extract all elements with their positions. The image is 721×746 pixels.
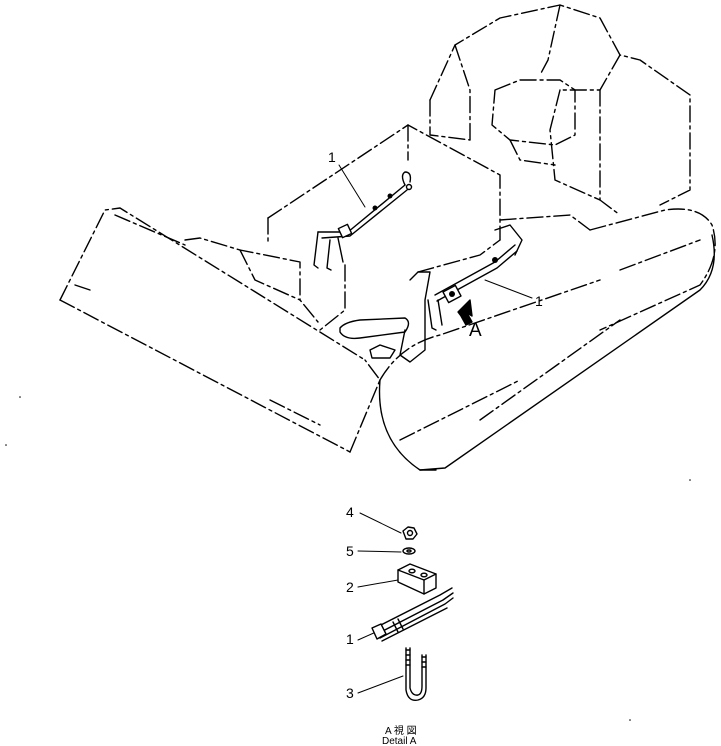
callout-number: 1 xyxy=(328,149,336,165)
callout-number: 4 xyxy=(346,504,354,520)
hose-assembly-right xyxy=(427,224,523,331)
view-arrow-a: A xyxy=(457,299,482,341)
detail-caption-jp: A 視 図 xyxy=(385,724,417,737)
track-lower xyxy=(378,234,715,471)
callout-hose-right: 1 xyxy=(484,279,543,309)
view-arrow-label: A xyxy=(469,320,482,341)
dozer-blade xyxy=(59,207,381,453)
engine-hood xyxy=(267,124,591,331)
callout-number: 3 xyxy=(346,685,354,701)
detail-caption-en: Detail A xyxy=(382,736,417,746)
lift-frame xyxy=(184,237,501,363)
callout-number: 1 xyxy=(346,631,354,647)
part-2-clamp: 2 xyxy=(346,563,437,595)
detail-a: 4 5 2 1 xyxy=(346,504,454,746)
part-4-nut: 4 xyxy=(346,504,418,540)
part-5-washer: 5 xyxy=(346,543,416,559)
operator-cab xyxy=(429,4,691,216)
part-1-hoses: 1 xyxy=(346,587,454,647)
operator-seat xyxy=(491,79,576,166)
callout-hose-top: 1 xyxy=(328,149,366,208)
callout-number: 5 xyxy=(346,543,354,559)
part-3-ubolt: 3 xyxy=(346,647,427,701)
callout-number: 2 xyxy=(346,579,354,595)
hose-assembly-left xyxy=(313,171,413,271)
specks xyxy=(5,396,691,721)
track-upper xyxy=(589,208,716,331)
callout-number: 1 xyxy=(535,293,543,309)
